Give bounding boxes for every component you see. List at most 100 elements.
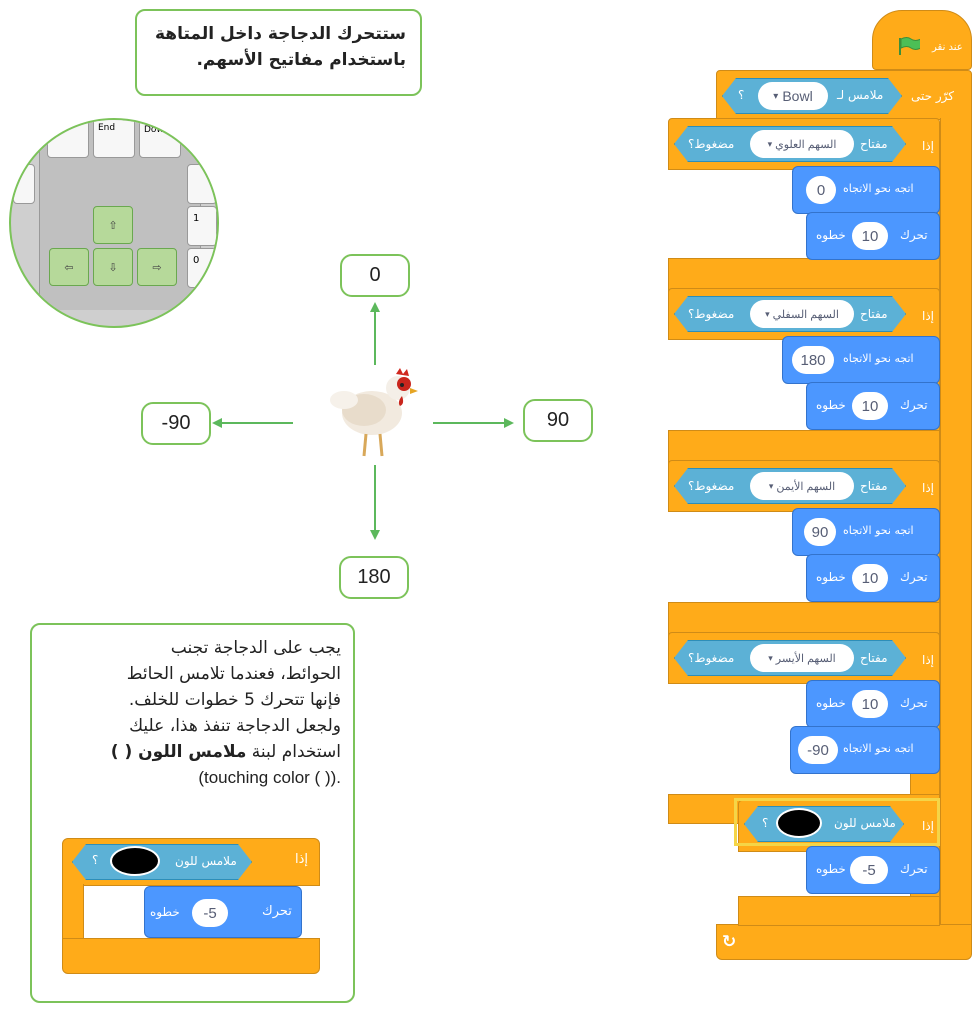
key-left-key-label: مفتاح <box>860 651 888 665</box>
move-up-steps-label: خطوه <box>816 228 846 242</box>
when-clicked-label: عند نقر <box>932 42 963 53</box>
bottom-note-line1: يجب على الدجاجة تجنب <box>170 638 341 658</box>
if-up-label: إذا <box>922 139 935 153</box>
up-arrow-icon: ⇧ <box>108 218 118 232</box>
direction-right-box: 90 <box>523 399 593 442</box>
key-left-side <box>13 164 35 204</box>
example-touching-color <box>72 844 252 880</box>
example-q: ؟ <box>92 853 99 867</box>
point-left-label: اتجه نحو الاتجاه <box>843 742 914 755</box>
key-up-dropdown[interactable]: ▾السهم العلوي <box>750 130 854 158</box>
key-up-key-label: مفتاح <box>860 137 888 151</box>
key-up-pressed-label: مضغوط؟ <box>688 137 735 151</box>
repeat-until-arm <box>940 118 972 926</box>
if-color-bottom <box>738 896 940 926</box>
left-arrow-icon: ⇦ <box>64 260 74 274</box>
point-up-input[interactable]: 0 <box>806 176 836 204</box>
direction-up-box: 0 <box>340 254 410 297</box>
key-right-pressed-label: مضغوط؟ <box>688 479 735 493</box>
move-up-label: تحرك <box>900 228 928 242</box>
down-arrow-key: ⇩ <box>93 248 133 286</box>
direction-up-value: 0 <box>369 264 381 286</box>
touching-color-q: ؟ <box>762 816 769 830</box>
if-down-label: إذا <box>922 309 935 323</box>
bowl-dropdown-value: Bowl <box>782 88 813 104</box>
move-left-input[interactable]: 10 <box>852 690 888 718</box>
bottom-note-line4: ولجعل الدجاجة تنفذ هذا، عليك <box>129 716 341 736</box>
green-flag-icon <box>899 37 920 55</box>
example-script: إذا ملامس للون ؟ تحرك -5 خطوه <box>62 838 322 983</box>
bottom-note-bold-term: ملامس اللون ( ) <box>110 742 247 762</box>
example-color-swatch <box>110 846 160 876</box>
key-one-label: 1 <box>193 213 200 224</box>
point-left-input[interactable]: -90 <box>798 736 838 764</box>
point-right-input[interactable]: 90 <box>804 518 836 546</box>
scratch-script: عند نقر ↻ كرّر حتى ملامس لـ ▾Bowl ؟ إذا … <box>668 0 977 1018</box>
key-left-pressed-label: مضغوط؟ <box>688 651 735 665</box>
example-steps-input[interactable]: -5 <box>192 899 228 927</box>
chicken-sprite <box>330 368 418 457</box>
direction-left-value: -90 <box>161 412 191 434</box>
direction-down-box: 180 <box>339 556 409 599</box>
move-right-input[interactable]: 10 <box>852 564 888 592</box>
key-down-label: Down <box>144 125 170 135</box>
point-down-input[interactable]: 180 <box>792 346 834 374</box>
move-right-steps-label: خطوه <box>816 570 846 584</box>
move-down-input[interactable]: 10 <box>852 392 888 420</box>
repeat-until-label: كرّر حتى <box>911 89 954 103</box>
example-if-label: إذا <box>294 852 308 867</box>
right-arrow-icon: ⇨ <box>152 260 162 274</box>
bottom-note-line5: استخدام لبنة ملامس اللون ( ) <box>44 739 341 765</box>
color-swatch[interactable] <box>776 808 822 838</box>
highlight-frame <box>734 798 940 846</box>
if-right-label: إذا <box>922 481 935 495</box>
example-if-arm <box>62 884 84 940</box>
key-left-dropdown[interactable]: ▾السهم الأيسر <box>750 644 854 672</box>
top-note-line1: ستتحرك الدجاجة داخل المتاهة <box>155 24 406 44</box>
up-arrow-key: ⇧ <box>93 206 133 244</box>
key-end-label: End <box>98 123 116 133</box>
bowl-dropdown[interactable]: ▾Bowl <box>758 82 828 110</box>
touching-q: ؟ <box>738 88 745 102</box>
move-down-label: تحرك <box>900 398 928 412</box>
example-move-label: تحرك <box>262 904 292 919</box>
touching-label: ملامس لـ <box>837 88 884 102</box>
example-steps-label: خطوه <box>150 905 180 919</box>
top-note-line2: باستخدام مفاتيح الأسهم. <box>196 50 406 70</box>
key-top-left <box>47 120 89 158</box>
direction-right-value: 90 <box>546 409 570 431</box>
move-back-input[interactable]: -5 <box>850 856 888 884</box>
move-down-steps-label: خطوه <box>816 398 846 412</box>
move-left-steps-label: خطوه <box>816 696 846 710</box>
move-up-input[interactable]: 10 <box>852 222 888 250</box>
key-one: 1 <box>187 206 217 246</box>
if-up-bottom <box>668 258 940 292</box>
point-down-label: اتجه نحو الاتجاه <box>843 352 914 365</box>
loop-arrow-icon: ↻ <box>722 932 737 952</box>
right-arrow-key: ⇨ <box>137 248 177 286</box>
touching-color-label: ملامس للون <box>834 816 896 830</box>
move-right-label: تحرك <box>900 570 928 584</box>
bottom-note-english: (touching color ( )). <box>198 768 341 787</box>
key-zero-label: 0 <box>193 255 200 266</box>
top-note: ستتحرك الدجاجة داخل المتاهة باستخدام مفا… <box>135 9 422 96</box>
if-color-label: إذا <box>922 819 935 833</box>
key-end: End <box>93 120 135 158</box>
key-down-key-label: مفتاح <box>860 307 888 321</box>
point-right-label: اتجه نحو الاتجاه <box>843 524 914 537</box>
direction-down-value: 180 <box>357 566 391 588</box>
bottom-note-use: استخدام لبنة <box>251 742 341 762</box>
direction-left-box: -90 <box>141 402 211 445</box>
key-zero: 0 <box>187 248 217 288</box>
if-down-bottom <box>668 430 940 464</box>
if-left-label: إذا <box>922 653 935 667</box>
key-left-dropdown-value: السهم الأيسر <box>775 652 836 665</box>
key-right-dropdown[interactable]: ▾السهم الأيمن <box>750 472 854 500</box>
when-flag-clicked-block[interactable] <box>872 10 972 70</box>
touching-color-condition <box>744 806 904 842</box>
key-down-dropdown-value: السهم السفلي <box>772 308 839 321</box>
move-left-label: تحرك <box>900 696 928 710</box>
key-down-dropdown[interactable]: ▾السهم السفلي <box>750 300 854 328</box>
left-arrow-key: ⇦ <box>49 248 89 286</box>
bottom-note-line2: الحوائط، فعندما تلامس الحائط <box>126 664 341 684</box>
